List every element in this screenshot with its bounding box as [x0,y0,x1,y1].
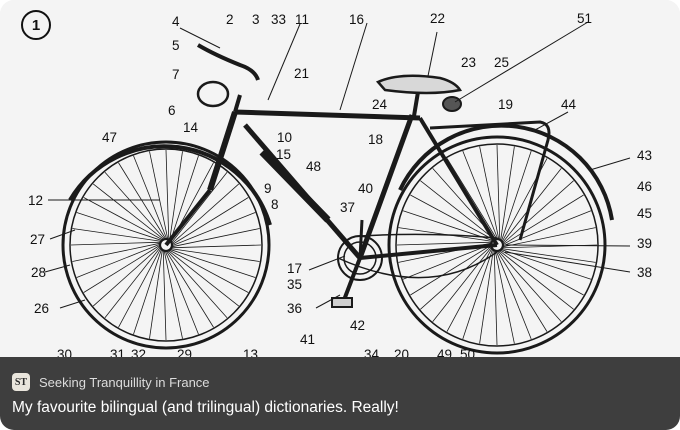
site-favicon-icon: ST [12,373,30,391]
callout-label: 21 [294,66,310,81]
callout-label: 36 [287,301,303,316]
callout-label: 23 [461,55,477,70]
callout-label: 38 [637,265,653,280]
callout-label: 6 [168,103,176,118]
callout-label: 18 [368,132,384,147]
callout-label: 16 [349,12,365,27]
callout-label: 41 [300,332,316,347]
callout-label: 45 [637,206,653,221]
callout-label: 17 [287,261,303,276]
callout-label: 8 [271,197,279,212]
callout-label: 11 [295,12,310,27]
callout-label: 40 [358,181,374,196]
callout-label: 37 [340,200,356,215]
callout-label: 28 [31,265,47,280]
callout-label: 43 [637,148,653,163]
callout-label: 27 [30,232,46,247]
site-info: ST Seeking Tranquillity in France [12,373,210,391]
callout-label: 35 [287,277,303,292]
bicycle-drawing [44,21,631,355]
callout-label: 5 [172,38,180,53]
callout-label: 24 [372,97,388,112]
callout-label: 10 [277,130,293,145]
callout-label: 26 [34,301,50,316]
callout-label: 4 [172,14,180,29]
callout-label: 12 [28,193,44,208]
callout-label: 2 [226,12,234,27]
callout-label: 9 [264,181,272,196]
callout-label: 25 [494,55,510,70]
callout-label: 22 [430,11,446,26]
callout-label: 3 [252,12,260,27]
callout-label: 15 [276,147,292,162]
bicycle-diagram-image: 1 4 2 3 33 11 16 22 51 5 7 21 23 25 6 24… [21,10,653,362]
callout-label: 47 [102,130,118,145]
callout-label: 44 [561,97,577,112]
callout-label: 39 [637,236,653,251]
figure-number-badge: 1 [21,10,51,40]
site-name: Seeking Tranquillity in France [39,374,210,390]
callout-label: 7 [172,67,180,82]
article-title-link[interactable]: My favourite bilingual (and trilingual) … [12,399,399,416]
callout-label: 33 [271,12,287,27]
callout-label: 46 [637,179,653,194]
callout-label: 19 [498,97,514,112]
callout-label: 48 [306,159,322,174]
callout-label: 14 [183,120,199,135]
callout-label: 51 [577,11,593,26]
callout-label: 42 [350,318,366,333]
link-preview-caption[interactable]: ST Seeking Tranquillity in France My fav… [0,357,680,430]
